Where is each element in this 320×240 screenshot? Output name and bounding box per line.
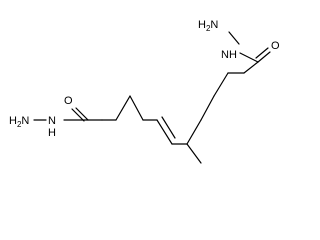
bond-chain-l3 xyxy=(115,95,131,121)
right-hydrazide-nitrogen-h-label: H xyxy=(229,49,237,61)
right-terminal-nitrogen-label: H2N xyxy=(198,19,218,33)
bond-r-c-o-1 xyxy=(257,51,271,63)
right-carbonyl-oxygen-label: O xyxy=(271,40,280,52)
left-carbonyl-oxygen-label: O xyxy=(64,95,73,107)
molecule-structure-diagram: H2N N H O O N H H2N xyxy=(9,19,280,164)
right-hydrazide-nitrogen-label: N xyxy=(221,49,229,61)
bond-chain-r1 xyxy=(243,61,259,74)
bond-methyl xyxy=(186,143,202,164)
left-hydrazide-nitrogen-label: N xyxy=(48,115,56,127)
bond-alkene-2 xyxy=(161,116,176,139)
bond-l-c-o-1 xyxy=(75,107,89,121)
bond-r-n-c xyxy=(239,52,259,63)
bond-chain-r4 xyxy=(200,95,215,121)
bond-l-c-o-2 xyxy=(71,108,85,122)
bond-alkene-1 xyxy=(156,119,173,145)
bond-chain-r3 xyxy=(213,72,229,97)
bond-r-n-n xyxy=(228,31,240,45)
left-terminal-nitrogen-label: H2N xyxy=(9,115,29,129)
bond-chain-l2 xyxy=(129,95,144,121)
bond-r-c-o-2 xyxy=(255,47,269,59)
bond-chain-r5 xyxy=(186,119,202,145)
left-hydrazide-nitrogen-h-label: H xyxy=(48,127,56,139)
